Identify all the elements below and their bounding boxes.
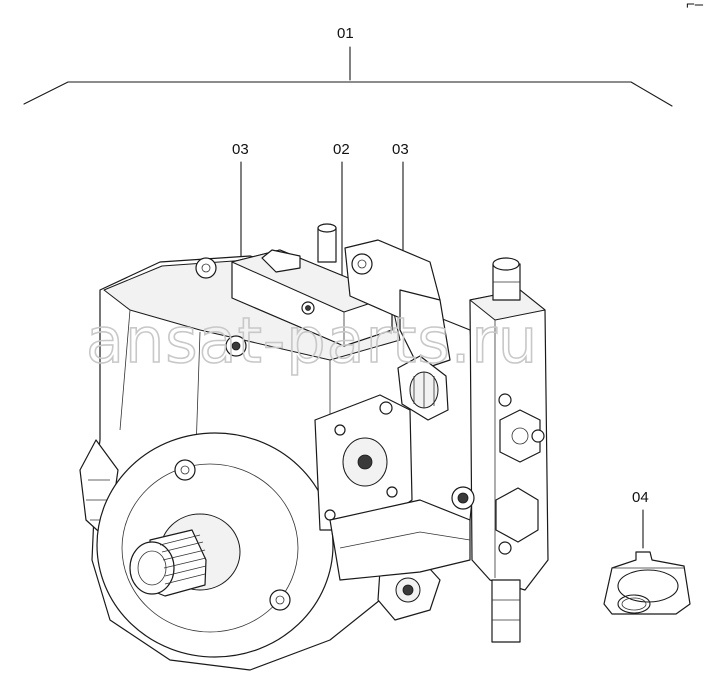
watermark-text: ansat-parts.ru xyxy=(86,304,538,377)
hydraulic-pump-illustration xyxy=(79,223,549,671)
callout-04[interactable]: 04 xyxy=(632,489,649,549)
callout-03-right-label: 03 xyxy=(392,141,409,158)
callout-03-left[interactable]: 03 xyxy=(232,141,249,259)
assembly-bracket xyxy=(23,81,673,107)
callout-01-label: 01 xyxy=(337,25,354,42)
seal-kit-bag xyxy=(603,551,691,615)
callout-04-label: 04 xyxy=(632,489,649,506)
callout-02-label: 02 xyxy=(333,141,350,158)
corner-mark: ⌐– xyxy=(686,0,704,13)
callout-01[interactable]: 01 xyxy=(23,25,673,107)
callout-03-left-label: 03 xyxy=(232,141,249,158)
